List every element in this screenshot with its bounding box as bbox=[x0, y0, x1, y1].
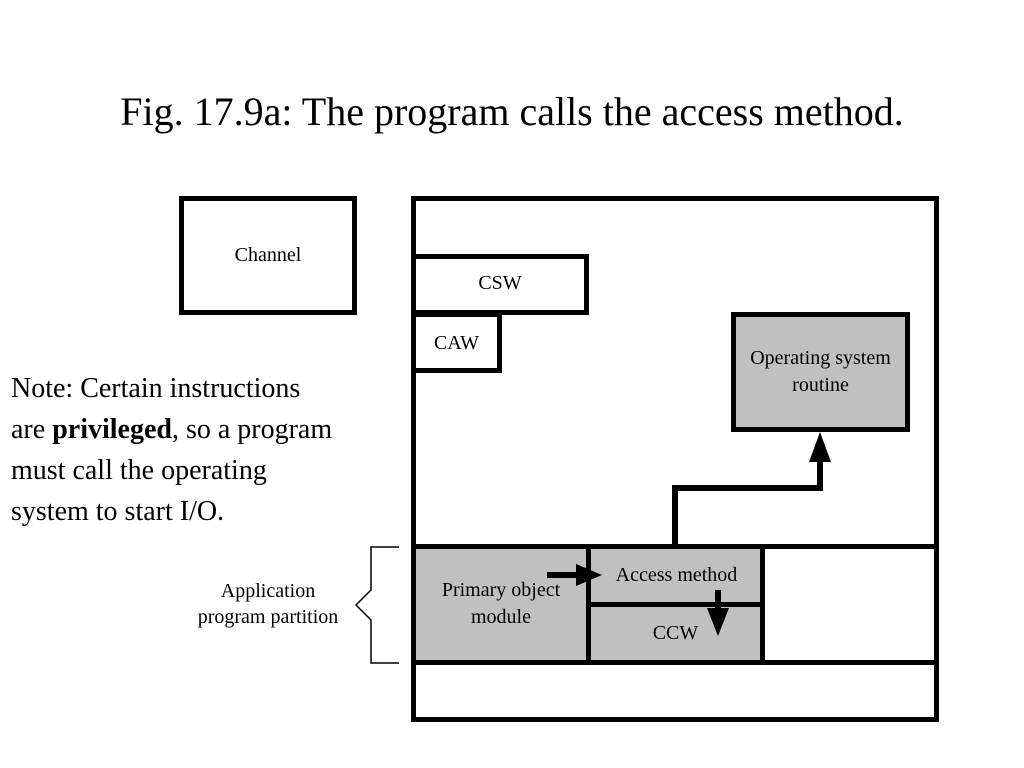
ccw-label: CCW bbox=[652, 622, 699, 644]
access-method-label: Access method bbox=[615, 564, 738, 586]
note-line-2: are privileged, so a program bbox=[11, 409, 411, 450]
primary-object-module-label-line1: Primary object bbox=[441, 579, 561, 601]
partition-label-line1: Application bbox=[220, 580, 316, 602]
call-os-connector bbox=[672, 462, 823, 547]
note-line-4: system to start I/O. bbox=[11, 496, 225, 527]
channel-label: Channel bbox=[234, 244, 302, 266]
figure-title: Fig. 17.9a: The program calls the access… bbox=[120, 89, 904, 134]
os-routine-label-line1: Operating system bbox=[750, 347, 891, 369]
privileged-note: Note: Certain instructions are privilege… bbox=[11, 368, 411, 532]
ccw-box bbox=[586, 602, 765, 665]
os-routine-label-line2: routine bbox=[792, 374, 849, 396]
os-routine-box bbox=[731, 312, 910, 432]
note-line-2-prefix: are bbox=[11, 414, 53, 445]
partition-brace bbox=[354, 546, 399, 664]
csw-box bbox=[411, 254, 589, 315]
caw-box bbox=[411, 312, 502, 373]
main-memory-box bbox=[411, 196, 939, 722]
call-os-arrowhead bbox=[809, 432, 831, 462]
note-line-3: must call the operating bbox=[11, 455, 267, 486]
csw-label: CSW bbox=[478, 272, 522, 294]
caw-label: CAW bbox=[433, 332, 480, 354]
channel-box bbox=[179, 196, 357, 315]
primary-object-module-label-line2: module bbox=[471, 606, 531, 628]
call-access-method-arrowhead bbox=[576, 564, 602, 586]
note-line-1: Note: Certain instructions bbox=[11, 373, 301, 404]
privileged-term: privileged bbox=[52, 414, 172, 445]
build-ccw-arrowhead bbox=[707, 608, 729, 636]
partition-label-line2: program partition bbox=[197, 606, 339, 628]
note-line-2-suffix: , so a program bbox=[171, 414, 333, 445]
